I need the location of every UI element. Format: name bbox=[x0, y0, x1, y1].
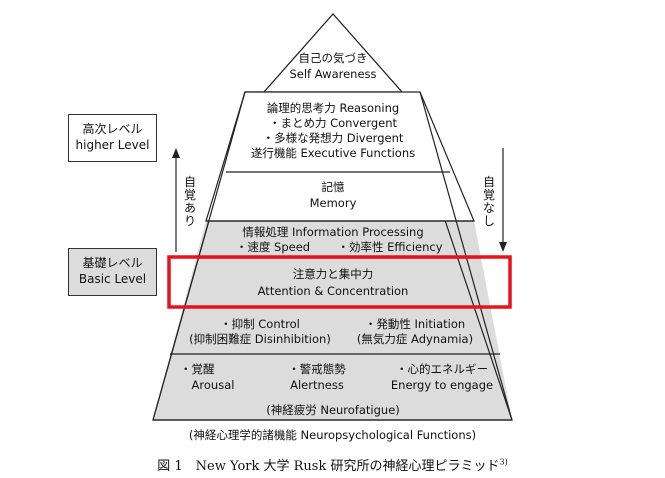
caption-text: 図 1 New York 大学 Rusk 研究所の神経心理ピラミッド bbox=[157, 459, 500, 474]
base-alert-jp: ・警戒態勢 bbox=[288, 362, 346, 376]
base-energy-jp: ・心的エネルギー bbox=[396, 362, 488, 376]
attention-label-en: Attention & Concentration bbox=[257, 284, 409, 298]
aware-no-label: 自 覚 な し bbox=[482, 176, 496, 228]
basic-level-en: Basic Level bbox=[78, 272, 147, 286]
attention-label-jp: 注意力と集中力 bbox=[292, 267, 374, 281]
aware-no-char-1: 自 bbox=[482, 175, 495, 189]
base-alert-en: Alertness bbox=[290, 378, 344, 392]
base-energy-en: Energy to engage bbox=[390, 378, 494, 392]
control-right-1: ・発動性 Initiation bbox=[364, 317, 466, 331]
aware-no-char-2: 覚 bbox=[482, 188, 495, 202]
higher-level-jp: 高次レベル bbox=[82, 122, 143, 136]
higher-level-box: 高次レベル higher Level bbox=[68, 114, 157, 162]
aware-no-char-3: な bbox=[482, 201, 495, 215]
reasoning-line-2: ・まとめ力 Convergent bbox=[268, 116, 398, 130]
base-fatigue: (神経疲労 Neurofatigue) bbox=[266, 403, 400, 417]
processing-speed: ・速度 Speed bbox=[235, 240, 311, 254]
aware-yes-char-3: あ bbox=[183, 201, 196, 215]
control-right-2: (無気力症 Adynamia) bbox=[356, 332, 474, 346]
functions-footer: (神経心理学的諸機能 Neuropsychological Functions) bbox=[188, 428, 477, 442]
aware-yes-char-4: り bbox=[183, 214, 196, 228]
aware-yes-char-2: 覚 bbox=[183, 188, 196, 202]
control-left-1: ・抑制 Control bbox=[220, 317, 300, 331]
processing-label: 情報処理 Information Processing bbox=[242, 225, 424, 239]
apex-label-jp: 自己の気づき bbox=[298, 51, 368, 65]
tier-processing-shade bbox=[153, 221, 512, 420]
aware-yes-label: 自 覚 あ り bbox=[183, 176, 197, 228]
processing-efficiency: ・効率性 Efficiency bbox=[337, 240, 443, 254]
base-arousal-jp: ・覚醒 bbox=[180, 362, 215, 376]
reasoning-line-4: 遂行機能 Executive Functions bbox=[250, 146, 416, 160]
basic-level-jp: 基礎レベル bbox=[82, 256, 143, 270]
memory-label-en: Memory bbox=[309, 196, 357, 210]
higher-level-en: higher Level bbox=[75, 138, 150, 152]
memory-label-jp: 記憶 bbox=[321, 180, 345, 194]
reasoning-line-1: 論理的思考力 Reasoning bbox=[266, 101, 400, 115]
apex-label-en: Self Awareness bbox=[289, 67, 377, 81]
attention-highlight-box bbox=[167, 255, 512, 309]
base-arousal-en: Arousal bbox=[191, 378, 235, 392]
aware-no-char-4: し bbox=[482, 214, 495, 228]
arrow-aware-yes-head bbox=[172, 148, 180, 158]
control-left-2: (抑制困難症 Disinhibition) bbox=[189, 332, 331, 346]
basic-level-box: 基礎レベル Basic Level bbox=[68, 248, 157, 296]
figure-caption: 図 1 New York 大学 Rusk 研究所の神経心理ピラミッド3) bbox=[0, 455, 665, 474]
caption-ref: 3) bbox=[499, 457, 508, 467]
arrow-aware-no-head bbox=[499, 242, 507, 252]
aware-yes-char-1: 自 bbox=[183, 175, 196, 189]
reasoning-line-3: ・多様な発想力 Divergent bbox=[262, 131, 404, 145]
